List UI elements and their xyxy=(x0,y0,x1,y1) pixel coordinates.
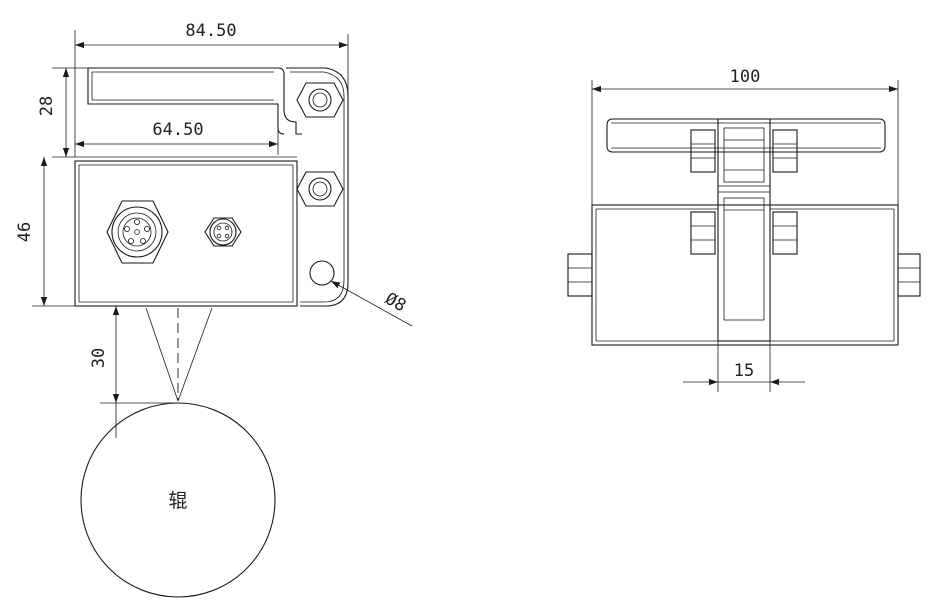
dim-label-100: 100 xyxy=(730,67,761,87)
dimension-total-length: 100 xyxy=(591,67,899,205)
side-connector-left xyxy=(567,253,593,297)
dimension-hole-diameter: Ø8 xyxy=(330,280,413,327)
roller: 辊 xyxy=(80,402,276,598)
nut-lower-left xyxy=(690,211,716,255)
dimension-sensing-distance: 30 xyxy=(89,306,178,438)
dim-label-30: 30 xyxy=(89,348,109,368)
right-front-view: 100 15 xyxy=(567,67,921,392)
mounting-bar xyxy=(606,118,886,153)
nut-lower-right xyxy=(772,211,798,255)
dimension-center-width: 15 xyxy=(683,341,805,392)
hex-bolt-lower xyxy=(296,171,344,207)
connector-small xyxy=(204,217,242,247)
dimension-body-width: 64.50 xyxy=(75,106,279,155)
hex-bolt-upper xyxy=(296,82,344,118)
mounting-hole xyxy=(309,260,335,286)
dimension-bracket-height: 28 xyxy=(37,67,88,158)
sensor-body-front xyxy=(591,204,899,346)
dim-label-64-50: 64.50 xyxy=(152,120,203,140)
nut-upper-right xyxy=(772,129,798,173)
dimension-body-height: 46 xyxy=(15,157,75,307)
sensor-body xyxy=(74,156,298,307)
dim-label-28: 28 xyxy=(37,96,57,116)
sensing-beam xyxy=(145,307,213,402)
dim-label-15: 15 xyxy=(734,361,754,381)
dim-label-84-50: 84.50 xyxy=(185,21,236,41)
roller-label: 辊 xyxy=(168,490,187,512)
side-connector-right xyxy=(897,253,921,297)
nut-upper-left xyxy=(690,129,716,173)
dim-label-46: 46 xyxy=(15,222,35,242)
connector-large xyxy=(106,200,169,264)
dim-label-diameter-8: Ø8 xyxy=(382,289,410,316)
dimension-overall-width: 84.50 xyxy=(74,21,349,157)
left-side-view: 辊 84.50 64.50 28 46 xyxy=(15,21,413,598)
